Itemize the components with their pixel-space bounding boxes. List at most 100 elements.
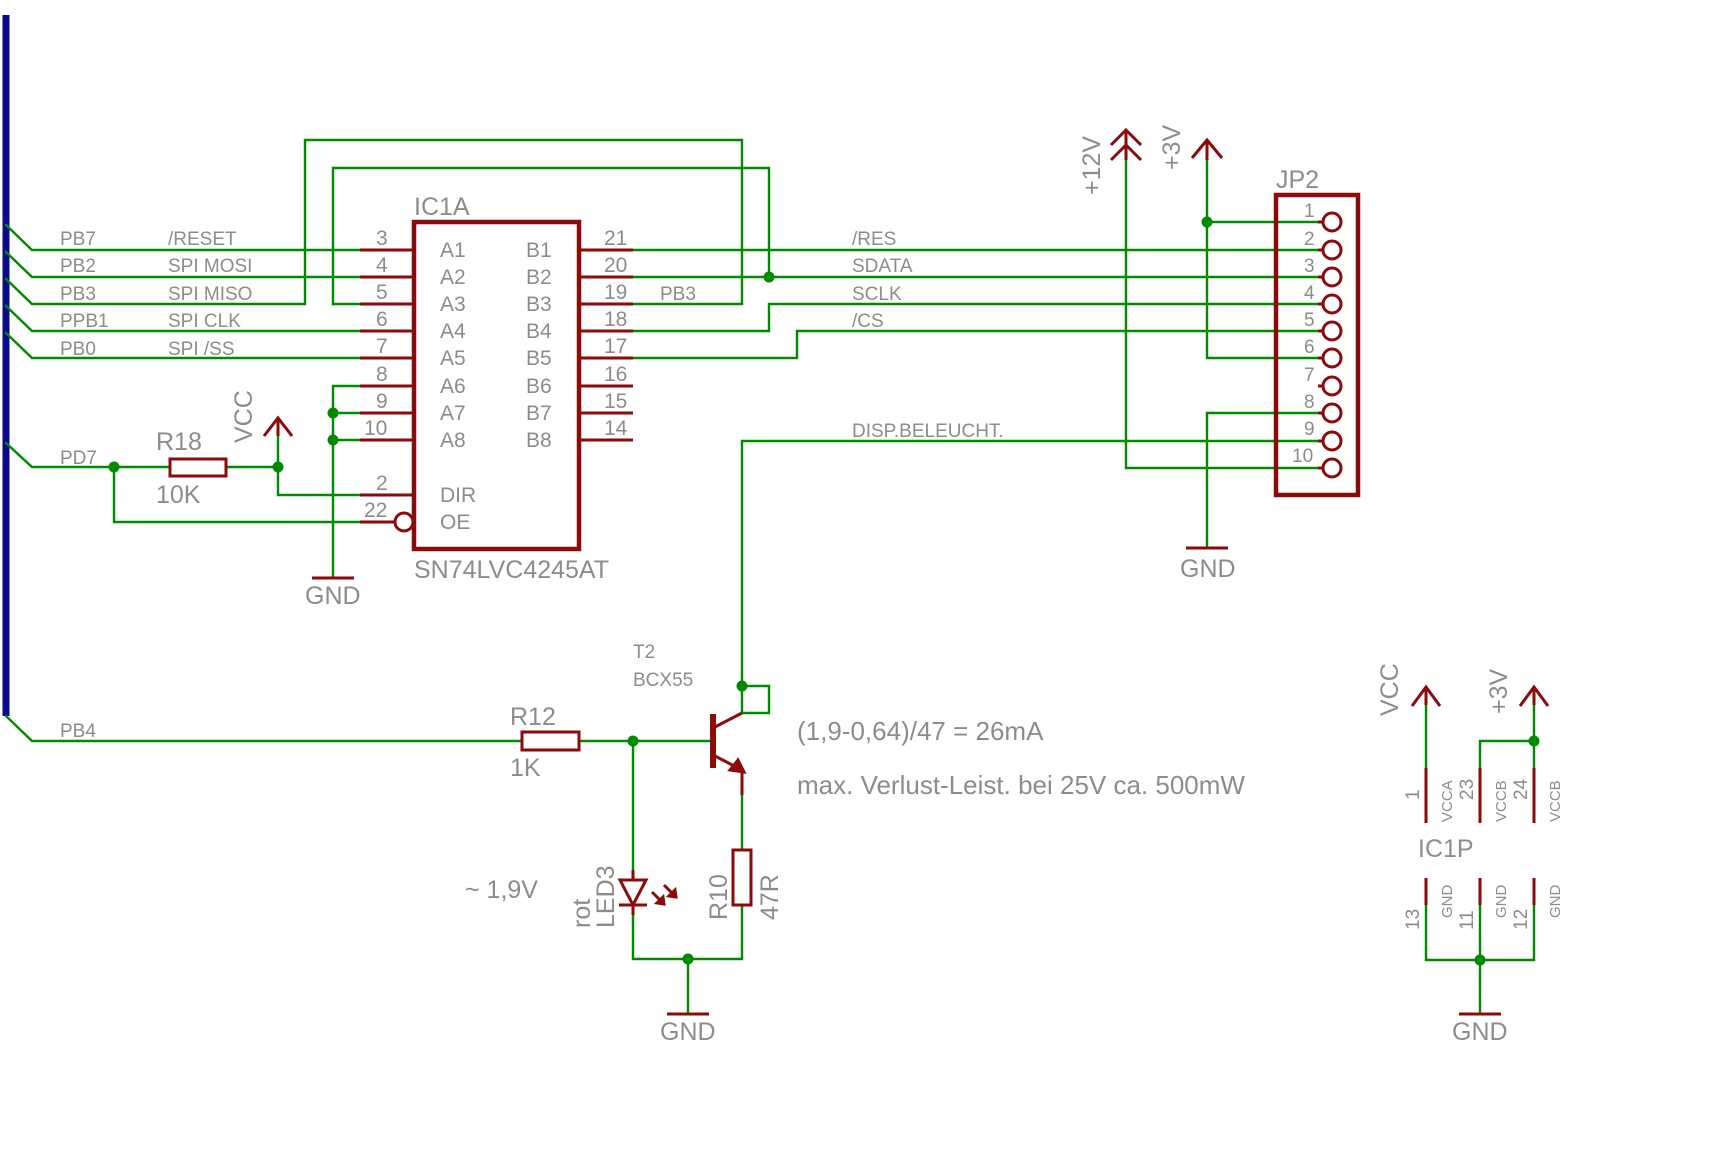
ic1a-pin-num-a3: 5 [376, 281, 388, 304]
ic1a-pin-label-a7: A7 [440, 402, 466, 425]
ic1a-pin-num-a2: 4 [376, 254, 388, 277]
t2-name: T2 [633, 642, 655, 663]
led3-symbol [617, 870, 678, 915]
resistors [168, 457, 753, 907]
supply-label-12v: +12V [1078, 136, 1106, 195]
supply-label-3v: +3V [1485, 668, 1513, 714]
net-label-backlight: DISP.BELEUCHT. [852, 421, 1004, 442]
ic1a-pin-num-b1: 21 [604, 227, 627, 250]
supply-label-3v: +3V [1158, 124, 1186, 170]
supply-label-vcc: VCC [230, 390, 258, 443]
t2-value: BCX55 [633, 670, 693, 691]
ic1a-pin-num-b4: 18 [604, 308, 627, 331]
net-label-port: PB2 [60, 256, 96, 277]
ic1p-pin-num: 24 [1511, 778, 1532, 800]
ic1a-pin-label-oe: OE [440, 511, 470, 534]
ic1a-pin-num-a4: 6 [376, 308, 388, 331]
ic1p-pin-label: VCCB [1547, 780, 1564, 822]
ic1a-pin-label-a1: A1 [440, 239, 466, 262]
led3-value: rot [568, 899, 596, 928]
r18-name: R18 [156, 428, 202, 456]
ic1a-pin-label-b6: B6 [526, 375, 552, 398]
ic1a-pin-num-b7: 15 [604, 390, 627, 413]
gnd-label: GND [305, 582, 361, 610]
ic1a-pin-label-b4: B4 [526, 320, 552, 343]
ic1a-pin-label-a6: A6 [440, 375, 466, 398]
net-label-res: /RES [852, 229, 896, 250]
ic1a-pin-label-b7: B7 [526, 402, 552, 425]
ic1p-pin-label: GND [1439, 885, 1456, 919]
junctions [108, 216, 1540, 966]
r18-value: 10K [156, 481, 201, 509]
led3-name: LED3 [592, 865, 620, 928]
ic1a-symbol [360, 219, 633, 552]
ic1a-pin-label-b1: B1 [526, 239, 552, 262]
net-label-signal: SPI MISO [168, 284, 252, 305]
r10-value: 47R [756, 874, 784, 920]
ic1p-pin-label: VCCB [1493, 780, 1510, 822]
jp2-pin-num: 7 [1304, 365, 1315, 386]
note-power: max. Verlust-Leist. bei 25V ca. 500mW [797, 770, 1245, 800]
ic1a-pin-label-b2: B2 [526, 266, 552, 289]
ic1p-pin-label: VCCA [1439, 780, 1456, 822]
ic1p-pin-num: 23 [1457, 779, 1478, 800]
ic1a-pin-num-b8: 14 [604, 417, 628, 440]
ic1p-pin-label: GND [1547, 885, 1564, 919]
jp2-pin-num: 9 [1304, 419, 1315, 440]
gnd-label: GND [1180, 555, 1236, 583]
note-current: (1,9-0,64)/47 = 26mA [797, 716, 1044, 746]
schematic: IC1A SN74LVC4245AT 3 4 5 6 7 8 9 10 2 22… [2, 15, 1564, 1046]
jp2-name: JP2 [1276, 166, 1319, 194]
ic1a-pin-label-a8: A8 [440, 429, 466, 452]
ic1a-pin-label-dir: DIR [440, 484, 476, 507]
jp2-pin-num: 4 [1304, 283, 1315, 304]
r12-value: 1K [510, 754, 541, 782]
jp2-pin-num: 2 [1304, 229, 1315, 250]
ic1a-pin-label-b8: B8 [526, 429, 552, 452]
net-label-signal: SPI /SS [168, 339, 235, 360]
jp2-pin-num: 3 [1304, 256, 1315, 277]
ic1a-value: SN74LVC4245AT [414, 556, 609, 584]
jp2-pin-num: 8 [1304, 392, 1315, 413]
net-label-sclk: SCLK [852, 284, 902, 305]
ic1a-pin-num-dir: 2 [376, 472, 388, 495]
ic1p-pin-label: GND [1493, 885, 1510, 919]
ic1a-pin-label-b3: B3 [526, 293, 552, 316]
ic1a-pin-num-a7: 9 [376, 390, 388, 413]
ic1p-pin-num: 11 [1457, 910, 1478, 930]
net-label-signal: SPI CLK [168, 311, 241, 332]
ic1a-pin-label-a3: A3 [440, 293, 466, 316]
jp2-symbol [1273, 192, 1361, 498]
net-label-port: PB3 [60, 284, 96, 305]
gnd-label: GND [1452, 1018, 1508, 1046]
ic1a-pin-num-b3: 19 [604, 281, 627, 304]
net-label-signal: SPI MOSI [168, 256, 252, 277]
net-label-pb4: PB4 [60, 721, 96, 742]
net-label-port: PPB1 [60, 311, 109, 332]
ic1a-pin-num-b5: 17 [604, 335, 627, 358]
ic1a-pin-num-a6: 8 [376, 363, 388, 386]
jp2-pin-num: 6 [1304, 337, 1315, 358]
transistor-t2 [710, 711, 747, 795]
note-led-voltage: ~ 1,9V [465, 876, 538, 904]
ic1a-pin-num-b2: 20 [604, 254, 627, 277]
ic1a-pin-num-a5: 7 [376, 335, 388, 358]
r10-name: R10 [705, 874, 733, 920]
ic1p-pin-num: 12 [1511, 909, 1532, 930]
net-label-port: PB7 [60, 229, 96, 250]
net-label-pb3-b3: PB3 [660, 284, 696, 305]
b-side-wires [577, 158, 1320, 550]
net-label-pd7: PD7 [60, 448, 97, 469]
net-label-signal: /RESET [168, 229, 237, 250]
ic1a-pin-num-oe: 22 [364, 499, 387, 522]
r12-name: R12 [510, 703, 556, 731]
ic1a-pin-num-a1: 3 [376, 227, 388, 250]
jp2-pin-num: 1 [1304, 201, 1315, 222]
ic1a-pin-label-b5: B5 [526, 347, 552, 370]
ic1p-name: IC1P [1418, 835, 1474, 863]
ic1a-pin-num-b6: 16 [604, 363, 627, 386]
ic1p-pin-num: 13 [1403, 909, 1424, 930]
ic1p-pin-num: 1 [1403, 789, 1424, 800]
net-label-port: PB0 [60, 339, 96, 360]
net-label-sdata: SDATA [852, 256, 913, 277]
